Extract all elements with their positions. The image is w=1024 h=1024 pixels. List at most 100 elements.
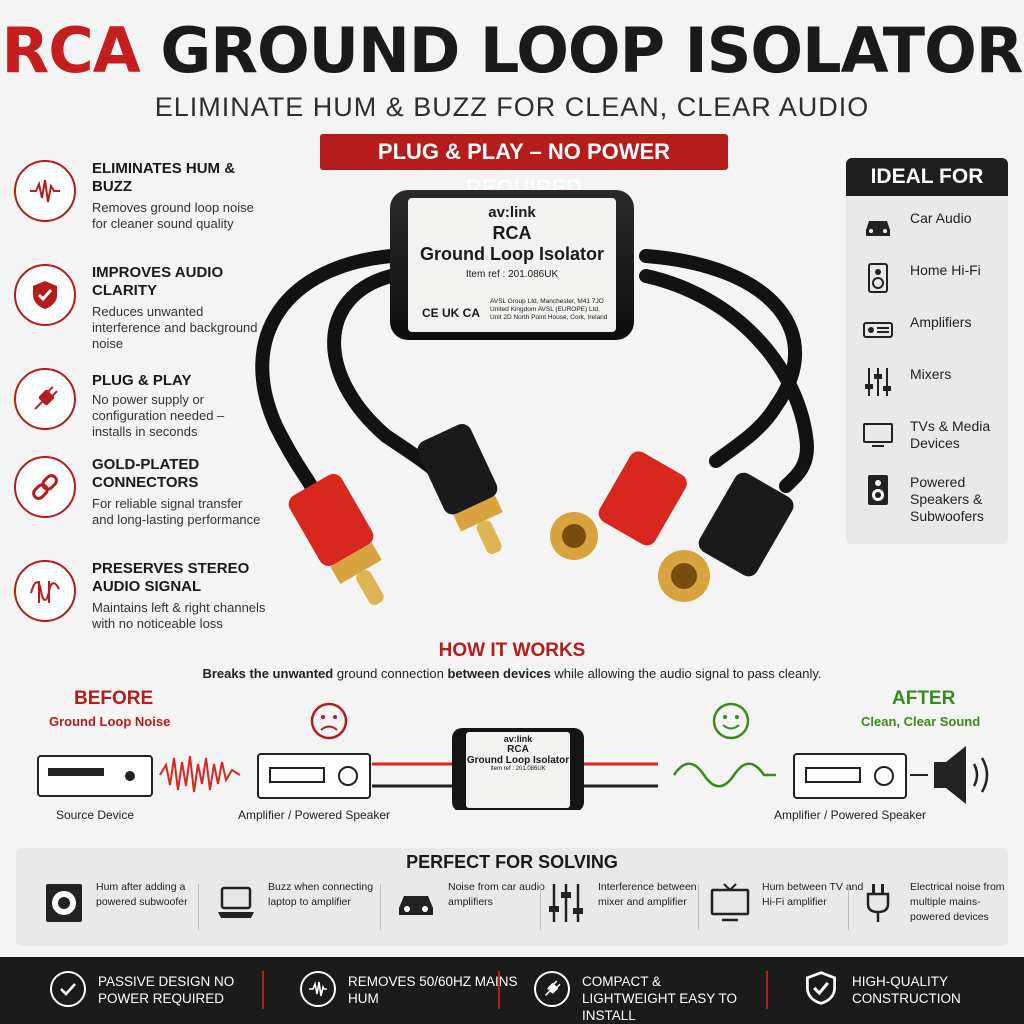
desc-text-1: ground connection: [333, 666, 448, 681]
amp-caption-right: Amplifier / Powered Speaker: [773, 808, 927, 822]
noise-wave: [159, 755, 241, 793]
stereo-wave-icon: [14, 560, 76, 622]
small-name2: Ground Loop Isolator: [466, 755, 570, 766]
speaker-icon: [868, 263, 888, 293]
after-label: AFTER: [892, 688, 956, 709]
speaker-sound-icon: [934, 746, 989, 804]
sad-face-icon: [310, 702, 348, 740]
how-it-works-desc: Breaks the unwanted ground connection be…: [0, 666, 1024, 681]
amplifier-left-icon: [257, 753, 371, 799]
waveform-icon: [300, 971, 336, 1007]
page-title: RCA GROUND LOOP ISOLATOR: [0, 14, 1024, 87]
solve-item-text: Interference between mixer and amplifier: [598, 881, 697, 908]
desc-text-2: while allowing the audio signal to pass …: [550, 666, 822, 681]
feature-desc: Removes ground loop noise for cleaner so…: [92, 200, 254, 231]
source-device-icon: [37, 755, 153, 797]
plug-icon: [534, 971, 570, 1007]
feature-desc: Maintains left & right channels with no …: [92, 600, 266, 631]
title-accent: RCA: [1, 14, 140, 87]
ideal-for-panel: IDEAL FOR Car Audio Home Hi-Fi Amplifier…: [846, 158, 1008, 544]
mixer-sliders-icon: [865, 368, 891, 396]
solve-item: Hum after adding a powered subwoofer: [44, 880, 204, 936]
solve-item-text: Hum after adding a powered subwoofer: [96, 881, 188, 908]
plug-icon: [14, 368, 76, 430]
feature-desc: No power supply or configuration needed …: [92, 392, 225, 439]
feature-title: GOLD-PLATED CONNECTORS: [92, 456, 200, 491]
ideal-item-label: Amplifiers: [910, 314, 972, 330]
feature-title: PRESERVES STEREO AUDIO SIGNAL: [92, 560, 250, 595]
small-brand: av:link: [503, 734, 533, 744]
shield-check-icon: [804, 971, 840, 1007]
feature-title: IMPROVES AUDIO CLARITY: [92, 264, 224, 299]
solve-item: Buzz when connecting laptop to amplifier: [216, 880, 376, 936]
mixer-sliders-icon: [549, 884, 583, 922]
car-icon: [866, 221, 890, 236]
device-name-line2: Ground Loop Isolator: [420, 244, 604, 264]
laptop-icon: [218, 886, 254, 918]
footer-item-text: COMPACT & LIGHTWEIGHT EASY TO INSTALL: [582, 974, 738, 1023]
ideal-item-label: Powered Speakers & Subwoofers: [910, 474, 984, 524]
after-sublabel: Clean, Clear Sound: [861, 714, 981, 729]
solve-item: Noise from car audio amplifiers: [396, 880, 556, 936]
source-caption: Source Device: [55, 808, 135, 822]
ideal-item-label: Car Audio: [910, 210, 972, 226]
footer-item-text: REMOVES 50/60Hz MAINS HUM: [348, 974, 518, 1006]
feature-desc: Reduces unwanted interference and backgr…: [92, 304, 258, 351]
desc-bold-1: Breaks the unwanted: [202, 666, 334, 681]
tv-icon: [710, 883, 750, 922]
footer-item-text: PASSIVE DESIGN NO POWER REQUIRED: [98, 974, 235, 1006]
amplifier-icon: [863, 322, 893, 338]
isolator-small-label: av:link RCA Ground Loop Isolator Item re…: [466, 734, 570, 772]
footer-bar: PASSIVE DESIGN NO POWER REQUIRED REMOVES…: [0, 957, 1024, 1024]
subwoofer-icon: [46, 884, 82, 922]
ideal-for-heading: IDEAL FOR: [846, 158, 1008, 196]
device-ref: Item ref : 201.086UK: [465, 269, 559, 280]
isolator-device: av:link RCA Ground Loop Isolator Item re…: [380, 190, 644, 340]
device-label: av:link RCA Ground Loop Isolator Item re…: [408, 198, 616, 332]
solve-item: Electrical noise from multiple mains-pow…: [858, 880, 1018, 936]
solve-item-text: Buzz when connecting laptop to amplifier: [268, 881, 374, 908]
powered-speaker-icon: [868, 475, 888, 505]
device-address: AVSL Group Ltd, Manchester, M41 7JO Unit…: [490, 298, 608, 321]
footer-item-text: HIGH-QUALITY CONSTRUCTION: [852, 974, 961, 1006]
device-name-line1: RCA: [492, 223, 532, 243]
feature-title: ELIMINATES HUM & BUZZ: [92, 160, 236, 195]
ideal-item-label: TVs & Media Devices: [910, 418, 991, 451]
solve-item-text: Noise from car audio amplifiers: [448, 881, 545, 908]
desc-bold-2: between devices: [447, 666, 551, 681]
shield-check-icon: [14, 264, 76, 326]
solve-item-text: Hum between TV and Hi-Fi amplifier: [762, 881, 864, 908]
perfect-for-solving-panel: PERFECT FOR SOLVING Hum after adding a p…: [16, 848, 1008, 946]
solve-item: Hum between TV and Hi-Fi amplifier: [710, 880, 870, 936]
ideal-item-label: Mixers: [910, 366, 952, 382]
chain-link-icon: [14, 456, 76, 518]
cable-illustration: [255, 249, 814, 605]
feature-desc: For reliable signal transfer and long-la…: [92, 496, 261, 527]
small-ref: Item ref : 201.086UK: [490, 766, 546, 772]
amplifier-right-icon: [793, 753, 907, 799]
solve-item: Interference between mixer and amplifier: [546, 880, 706, 936]
solve-item-text: Electrical noise from multiple mains-pow…: [910, 881, 1005, 923]
solving-title: PERFECT FOR SOLVING: [406, 852, 618, 872]
title-rest: GROUND LOOP ISOLATOR: [160, 14, 1023, 87]
plug-play-banner: PLUG & PLAY – NO POWER REQUIRED: [320, 134, 728, 200]
waveform-icon: [14, 160, 76, 222]
ideal-item-label: Home Hi-Fi: [910, 262, 981, 278]
checkmark-icon: [50, 971, 86, 1007]
signal-flow-diagram: [37, 702, 989, 810]
power-plug-icon: [866, 884, 890, 922]
isolator-small-icon: [452, 728, 584, 810]
before-sublabel: Ground Loop Noise: [49, 714, 171, 729]
feature-title: PLUG & PLAY: [92, 372, 192, 389]
clean-wave: [672, 762, 776, 788]
small-name1: RCA: [507, 744, 529, 755]
how-it-works-title: HOW IT WORKS: [438, 640, 586, 661]
certification-marks: CE UK CA: [422, 306, 481, 320]
happy-face-icon: [712, 702, 750, 740]
amp-caption-left: Amplifier / Powered Speaker: [237, 808, 391, 822]
device-brand: av:link: [488, 204, 536, 221]
car-icon: [399, 896, 433, 915]
page-subtitle: ELIMINATE HUM & BUZZ FOR CLEAN, CLEAR AU…: [154, 92, 870, 122]
product-image: av:link RCA Ground Loop Isolator Item re…: [216, 176, 836, 616]
before-label: BEFORE: [74, 688, 154, 709]
